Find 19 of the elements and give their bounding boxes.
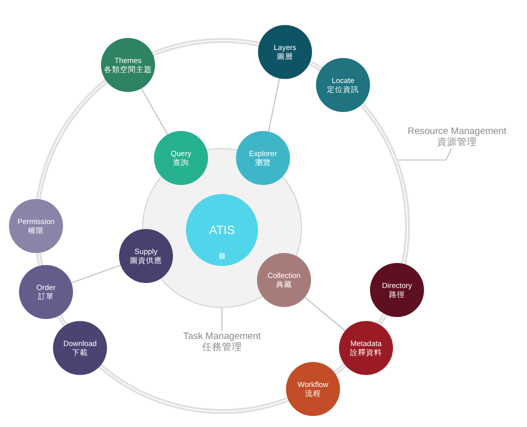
connector-line	[71, 264, 121, 284]
node-circle	[19, 265, 73, 319]
annotation-subtitle: 資源管理	[436, 137, 478, 148]
leader-line	[398, 148, 452, 161]
annotation-title: Resource Management	[408, 126, 506, 137]
node-circle	[9, 199, 63, 253]
node-circle	[119, 229, 173, 283]
connector-line	[140, 88, 168, 135]
annotation-subtitle: 任務管理	[201, 342, 243, 353]
leader-line	[221, 308, 223, 331]
node-circle	[370, 263, 424, 317]
node-circle	[257, 253, 311, 307]
annotation-title: Task Management	[183, 331, 261, 342]
node-circle	[154, 131, 208, 185]
node-circle	[258, 25, 312, 79]
connector-line	[304, 296, 346, 332]
connector-line	[268, 78, 280, 132]
node-label: ATIS	[209, 223, 235, 237]
node-circle	[236, 131, 290, 185]
